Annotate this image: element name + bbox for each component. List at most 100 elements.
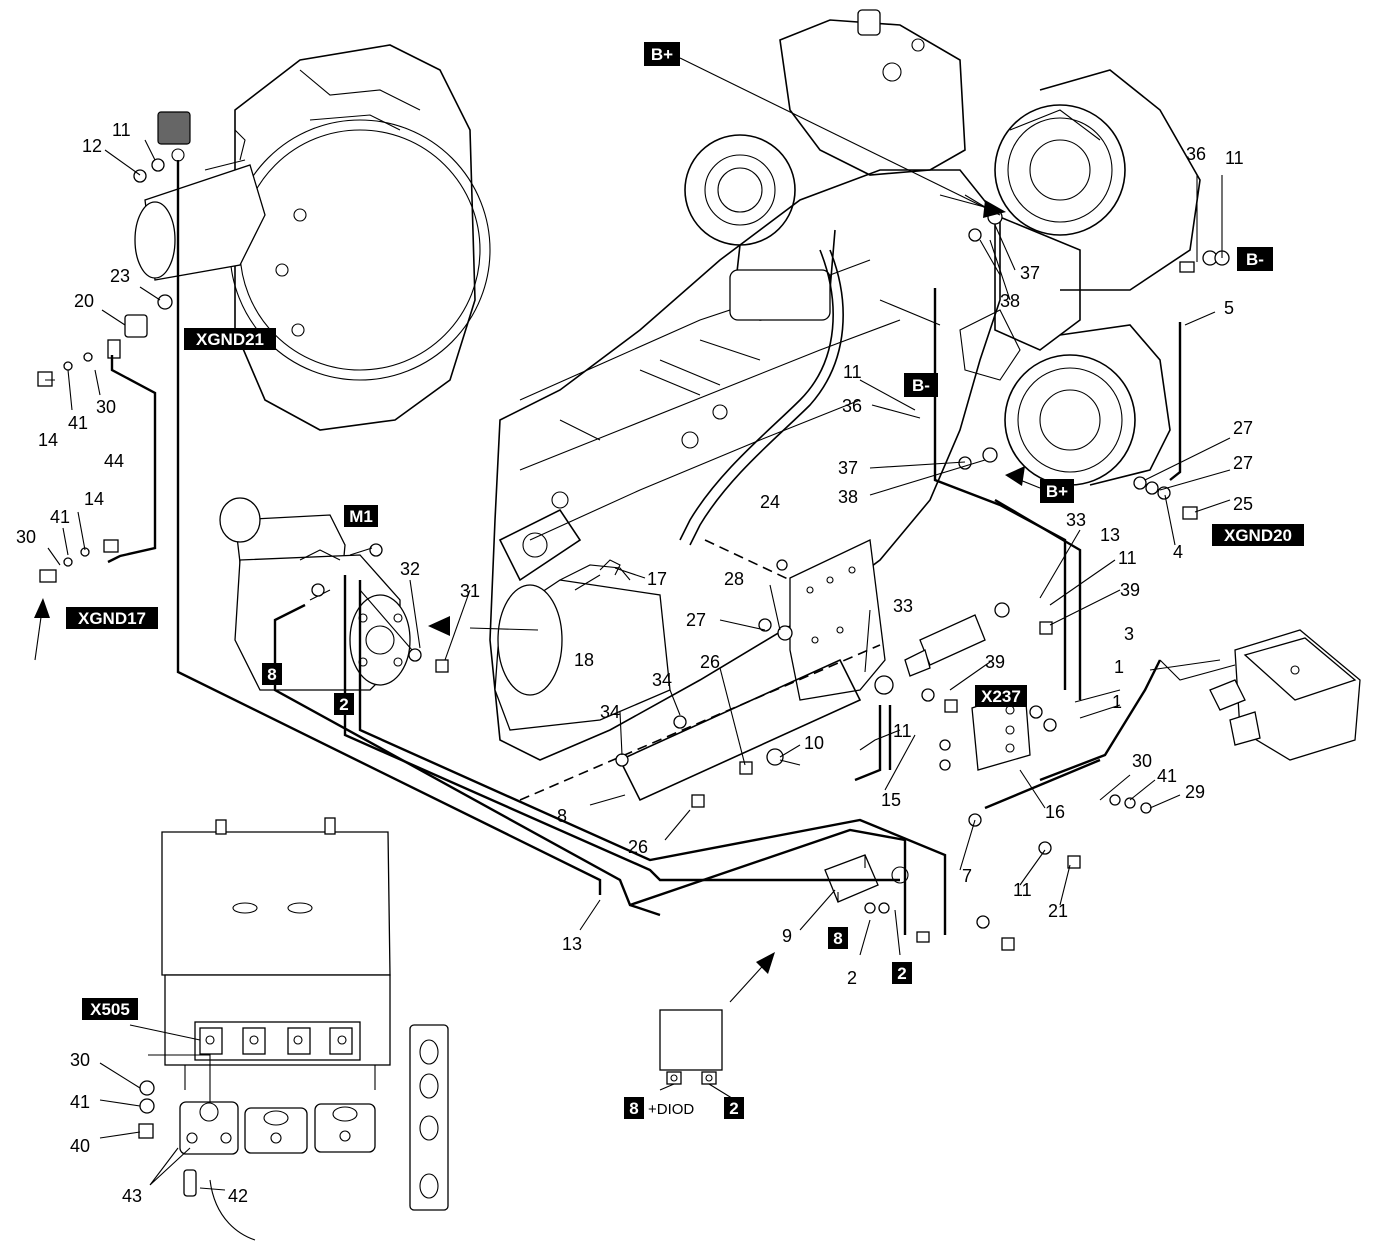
- part-number: 37: [838, 458, 858, 478]
- svg-text:XGND20: XGND20: [1224, 526, 1292, 545]
- solenoid-assembly: [134, 111, 266, 281]
- callout-xgnd20: XGND20: [1212, 524, 1304, 546]
- part-number: 30: [16, 527, 36, 547]
- svg-text:X505: X505: [90, 1000, 130, 1019]
- part-number: 15: [881, 790, 901, 810]
- part-number: 42: [228, 1186, 248, 1206]
- svg-text:B+: B+: [651, 45, 673, 64]
- part-number: 41: [68, 413, 88, 433]
- part-number: 9: [782, 926, 792, 946]
- callout-b-minus-mid: B-: [904, 373, 938, 397]
- diode-module: [659, 1009, 723, 1085]
- callout-xgnd17: XGND17: [66, 607, 158, 629]
- arrow-xgnd17-icon: [34, 598, 50, 618]
- part-number: 36: [842, 396, 862, 416]
- part-number: 10: [804, 733, 824, 753]
- part-number: 33: [893, 596, 913, 616]
- callout-xgnd21: XGND21: [184, 328, 276, 350]
- part-number: 39: [1120, 580, 1140, 600]
- part-number: 13: [1100, 525, 1120, 545]
- callout-wire-8-relay: 8: [828, 927, 848, 949]
- part-number: 17: [647, 569, 667, 589]
- part-number: 37: [1020, 263, 1040, 283]
- part-number: 21: [1048, 901, 1068, 921]
- part-number-labels: 11 12 23 20 14 41 30 44 14 41 30 36 11 3…: [16, 120, 1253, 1206]
- part-number: 24: [760, 492, 780, 512]
- part-number: 11: [893, 721, 912, 741]
- part-number: 2: [847, 968, 857, 988]
- part-number: 20: [74, 291, 94, 311]
- callout-wire-2-diod: 2: [724, 1097, 744, 1119]
- connector-clips: [179, 1024, 449, 1241]
- part-number: 38: [1000, 291, 1020, 311]
- part-number: 5: [1224, 298, 1234, 318]
- ecu-module: [161, 817, 391, 1090]
- heater-block: [1209, 629, 1361, 761]
- part-number: 14: [84, 489, 104, 509]
- part-number: 41: [70, 1092, 90, 1112]
- svg-text:X237: X237: [981, 687, 1021, 706]
- leader-lines: [45, 139, 1231, 1191]
- part-number: 32: [400, 559, 420, 579]
- callout-m1: M1: [344, 505, 378, 527]
- callout-x237: X237: [975, 685, 1027, 707]
- part-number: 4: [1173, 542, 1183, 562]
- part-number: 30: [96, 397, 116, 417]
- callout-wire-2-left: 2: [334, 693, 354, 715]
- arrow-starter-icon: [428, 616, 450, 636]
- part-number: 16: [1045, 802, 1065, 822]
- part-number: 13: [562, 934, 582, 954]
- part-number: 30: [70, 1050, 90, 1070]
- part-number: 11: [1118, 548, 1137, 568]
- arrow-bplus-mid-icon: [1005, 466, 1025, 486]
- part-number: 27: [686, 610, 706, 630]
- part-number: 25: [1233, 494, 1253, 514]
- part-number: 12: [82, 136, 102, 156]
- part-number: 44: [104, 451, 124, 471]
- part-number: 36: [1186, 144, 1206, 164]
- part-number: 31: [460, 581, 480, 601]
- part-number: 3: [1124, 624, 1134, 644]
- part-number: 26: [628, 837, 648, 857]
- part-number: 27: [1233, 418, 1253, 438]
- svg-text:B-: B-: [1246, 250, 1264, 269]
- svg-text:2: 2: [897, 964, 906, 983]
- callout-b-plus-mid: B+: [1040, 479, 1074, 503]
- callout-x505: X505: [82, 998, 138, 1020]
- part-number: 11: [1225, 148, 1244, 168]
- part-number: 43: [122, 1186, 142, 1206]
- relay-component: [824, 854, 909, 903]
- part-number: 11: [843, 362, 862, 382]
- callout-wire-2-relay: 2: [892, 962, 912, 984]
- arrow-bplus-top-icon: [983, 200, 1006, 218]
- callout-b-plus-top: B+: [644, 42, 680, 66]
- svg-text:8: 8: [267, 665, 276, 684]
- part-number: 1: [1114, 657, 1124, 677]
- part-number: 40: [70, 1136, 90, 1156]
- part-number: 30: [1132, 751, 1152, 771]
- part-number: 8: [557, 806, 567, 826]
- alternator-bracket: [994, 213, 1081, 351]
- callout-b-minus-right: B-: [1237, 247, 1273, 271]
- part-number: 27: [1233, 453, 1253, 473]
- svg-text:XGND21: XGND21: [196, 330, 264, 349]
- part-number: 28: [724, 569, 744, 589]
- svg-text:2: 2: [339, 695, 348, 714]
- part-number: 1: [1112, 692, 1122, 712]
- svg-text:8: 8: [833, 929, 842, 948]
- ground-hardware: [37, 158, 1230, 1139]
- part-number: 41: [1157, 766, 1177, 786]
- part-number: 29: [1185, 782, 1205, 802]
- svg-text:M1: M1: [349, 507, 373, 526]
- part-number: 26: [700, 652, 720, 672]
- part-number: 7: [962, 866, 972, 886]
- inline-fuse-holder: [904, 614, 986, 677]
- alternator-upper: [994, 69, 1201, 291]
- wiring-harness: [107, 57, 1236, 1102]
- svg-text:8: 8: [629, 1099, 638, 1118]
- svg-text:XGND17: XGND17: [78, 609, 146, 628]
- part-number: 38: [838, 487, 858, 507]
- relay-mounting-plate: [519, 539, 886, 802]
